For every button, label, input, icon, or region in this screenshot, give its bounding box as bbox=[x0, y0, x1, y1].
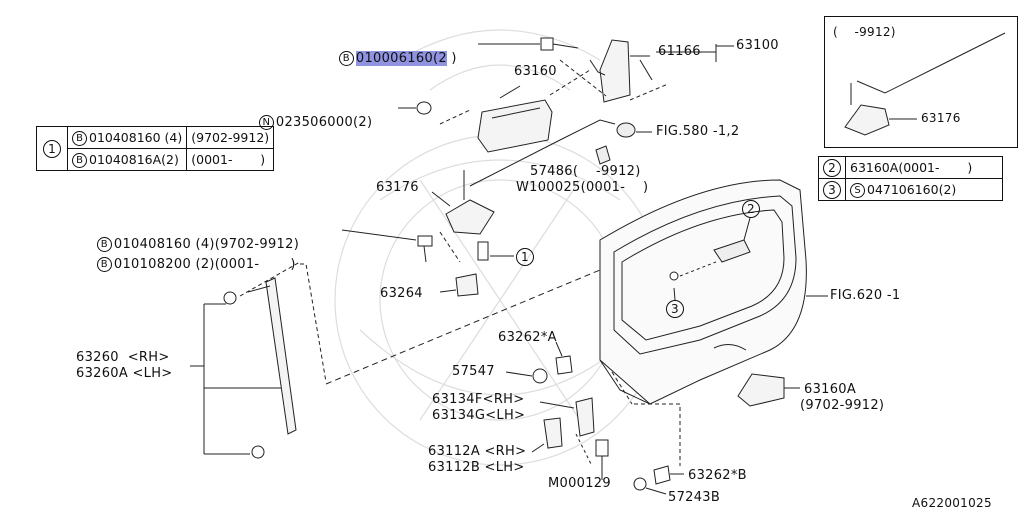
part-63160a-range: (9702-9912) bbox=[800, 398, 885, 413]
gate-ref-2: 2 bbox=[742, 200, 760, 218]
bolt-qty: (2 bbox=[433, 51, 447, 66]
fig580-ref: FIG.580 -1,2 bbox=[656, 124, 740, 139]
screw-s-icon: S bbox=[850, 182, 865, 198]
table-cell: (0001- ) bbox=[186, 148, 275, 171]
bolt-b-icon: B bbox=[72, 130, 87, 146]
bolt-qty-tail: ) bbox=[451, 51, 457, 66]
part-63262b: 63262*B bbox=[688, 468, 747, 483]
part-61166: 61166 bbox=[658, 44, 701, 59]
bolt-b-icon: B bbox=[72, 152, 87, 168]
part-63176: 63176 bbox=[376, 180, 419, 195]
part-63112b: 63112B <LH> bbox=[428, 460, 525, 475]
part-57486: 57486( -9912) bbox=[530, 164, 641, 179]
table-cell: 2 bbox=[818, 156, 846, 179]
part-63160a-code: 63160A bbox=[804, 382, 857, 397]
table-cell: (9702-9912) bbox=[186, 126, 275, 149]
part-63134f: 63134F<RH> bbox=[432, 392, 525, 407]
part-57243b: 57243B bbox=[668, 490, 721, 505]
nut-code: 023506000(2) bbox=[275, 115, 373, 130]
ref-1-marker: 1 bbox=[516, 248, 534, 266]
inset-drawing bbox=[844, 32, 1006, 136]
table1-ref-cell: 1 bbox=[36, 126, 68, 171]
fig620-ref: FIG.620 -1 bbox=[830, 288, 901, 303]
left-bolt-code-2: 010108200 (2)(0001- ) bbox=[113, 257, 296, 272]
part-63262a: 63262*A bbox=[498, 330, 557, 345]
part-63100: 63100 bbox=[736, 38, 779, 53]
bolt-b-icon: B bbox=[96, 237, 112, 252]
strut-rh: 63260 <RH> bbox=[76, 350, 170, 365]
inset-range-label: ( -9912) bbox=[833, 25, 896, 39]
bolt-code: 010006160 bbox=[355, 51, 434, 66]
table-cell: 63160A(0001- ) bbox=[845, 156, 1003, 179]
left-bolt-code-1: 010408160 (4)(9702-9912) bbox=[113, 237, 300, 252]
strut-lh: 63260A <LH> bbox=[76, 366, 173, 381]
inset-detail-box: ( -9912) 63176 bbox=[824, 16, 1018, 148]
inset-part-label: 63176 bbox=[921, 111, 961, 125]
part-63160: 63160 bbox=[514, 64, 557, 79]
part-57547: 57547 bbox=[452, 364, 495, 379]
part-63112a: 63112A <RH> bbox=[428, 444, 527, 459]
gate-ref-3: 3 bbox=[666, 300, 684, 318]
part-m000129: M000129 bbox=[548, 476, 611, 491]
table-row: 2 63160A(0001- ) bbox=[818, 156, 1003, 179]
part-63134g: 63134G<LH> bbox=[432, 408, 526, 423]
part-63264: 63264 bbox=[380, 286, 423, 301]
bolt-b-icon: B bbox=[96, 257, 112, 272]
bolt-b-icon: B bbox=[338, 51, 354, 66]
drawing-id: A622001025 bbox=[912, 496, 992, 510]
part-w100025: W100025(0001- ) bbox=[516, 180, 649, 195]
table-cell: 3 bbox=[818, 178, 846, 201]
